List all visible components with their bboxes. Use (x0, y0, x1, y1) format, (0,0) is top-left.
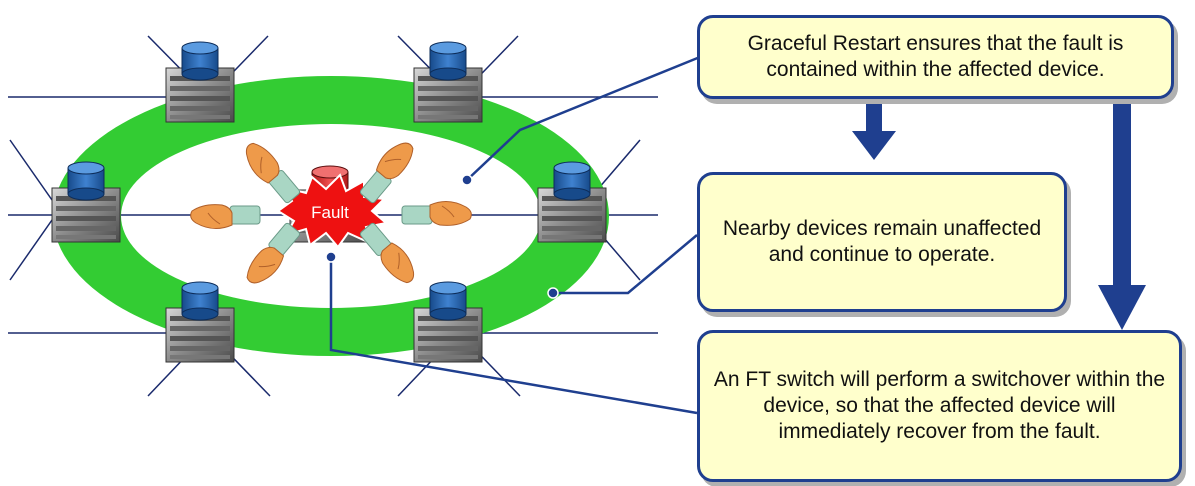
down-arrow-icon (1098, 99, 1146, 330)
callout-ft-switch: An FT switch will perform a switchover w… (697, 330, 1182, 482)
fault-burst-icon: Fault (276, 173, 389, 249)
callout-text: Nearby devices remain unaffected and con… (722, 217, 1042, 266)
callout-nearby-devices: Nearby devices remain unaffected and con… (697, 172, 1067, 312)
callout-text: An FT switch will perform a switchover w… (713, 368, 1166, 443)
callout-text: Graceful Restart ensures that the fault … (747, 32, 1124, 81)
down-arrow-icon (852, 99, 896, 160)
router-device-icon (413, 41, 483, 123)
connector-dot (547, 287, 559, 299)
callout-connectors (329, 55, 701, 415)
router-device-icon (165, 41, 235, 123)
connector-dot (461, 174, 473, 186)
connector-dot (325, 251, 337, 263)
fault-label: Fault (311, 203, 349, 222)
callout-graceful-restart: Graceful Restart ensures that the fault … (697, 15, 1174, 99)
